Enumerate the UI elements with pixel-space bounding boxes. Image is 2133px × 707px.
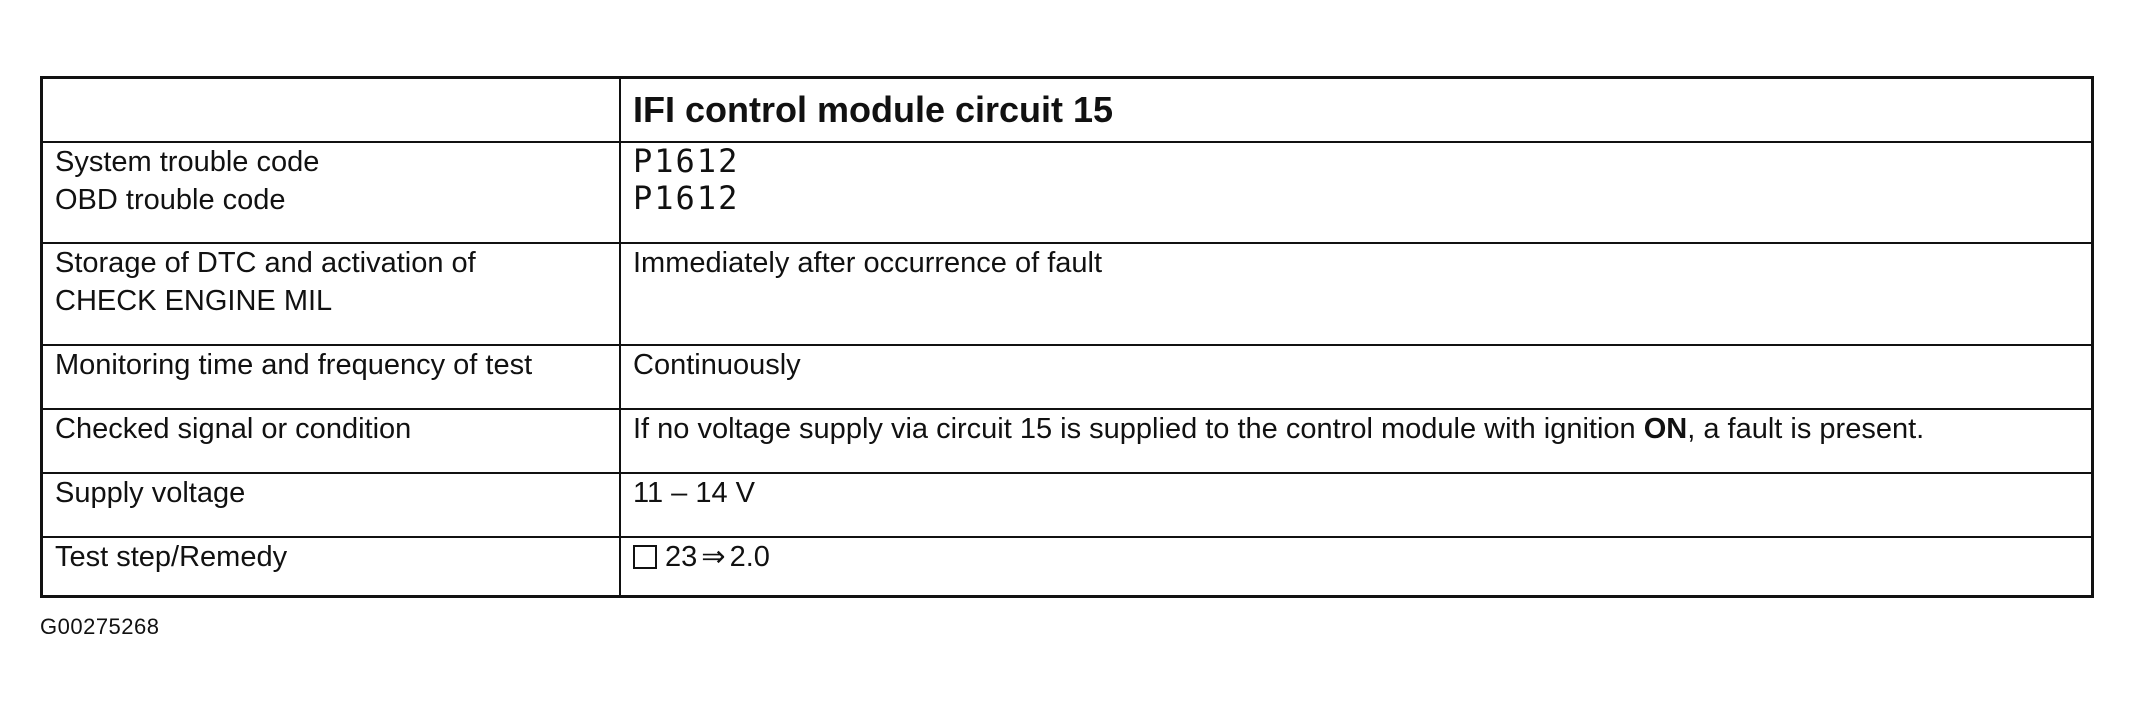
supply-voltage-value: 11 – 14 V [619, 472, 2091, 538]
system-trouble-code-value: P1612 [633, 142, 740, 180]
checked-signal-value: If no voltage supply via circuit 15 is s… [619, 408, 2091, 474]
checked-signal-label: Checked signal or condition [43, 408, 621, 474]
table-row-supply-voltage: Supply voltage 11 – 14 V [43, 472, 2091, 538]
obd-trouble-code-value: P1612 [633, 179, 740, 217]
checkbox-square-icon [633, 545, 657, 569]
diagnostic-info-table: IFI control module circuit 15 System tro… [43, 79, 2091, 595]
ignition-on-text: ON [1643, 413, 1688, 445]
obd-trouble-code-label: OBD trouble code [55, 184, 286, 216]
figure-id-caption: G00275268 [40, 614, 160, 639]
test-step-number: 23 [665, 541, 698, 573]
table-row-storage: Storage of DTC and activation of CHECK E… [43, 242, 2091, 346]
table-title: IFI control module circuit 15 [619, 79, 2091, 143]
table-row-test-step: Test step/Remedy 23⇒2.0 [43, 536, 2091, 595]
table-header-row: IFI control module circuit 15 [43, 79, 2091, 143]
supply-voltage-label: Supply voltage [43, 472, 621, 538]
test-step-target: 2.0 [729, 541, 770, 573]
test-step-label: Test step/Remedy [43, 536, 621, 595]
storage-value: Immediately after occurrence of fault [619, 242, 2091, 346]
row-label-cell: System trouble code OBD trouble code [43, 141, 621, 244]
system-trouble-code-label: System trouble code [55, 146, 320, 178]
table-row-trouble-codes: System trouble code OBD trouble code P16… [43, 141, 2091, 244]
monitoring-label: Monitoring time and frequency of test [43, 344, 621, 410]
double-arrow-right-icon: ⇒ [701, 541, 726, 573]
test-step-value: 23⇒2.0 [619, 536, 2091, 595]
diagnostic-table-frame: IFI control module circuit 15 System tro… [40, 76, 2094, 598]
monitoring-value: Continuously [619, 344, 2091, 410]
table-row-checked-signal: Checked signal or condition If no voltag… [43, 408, 2091, 474]
table-row-monitoring: Monitoring time and frequency of test Co… [43, 344, 2091, 410]
checked-signal-text-after: , a fault is present. [1687, 413, 1925, 445]
checked-signal-text-before: If no voltage supply via circuit 15 is s… [633, 413, 1644, 445]
row-label-cell: Storage of DTC and activation of CHECK E… [43, 242, 621, 346]
storage-label-line-2: CHECK ENGINE MIL [55, 285, 333, 317]
header-empty-cell [43, 79, 621, 143]
row-value-cell: P1612 P1612 [619, 141, 2091, 244]
storage-label-line-1: Storage of DTC and activation of [55, 247, 476, 279]
